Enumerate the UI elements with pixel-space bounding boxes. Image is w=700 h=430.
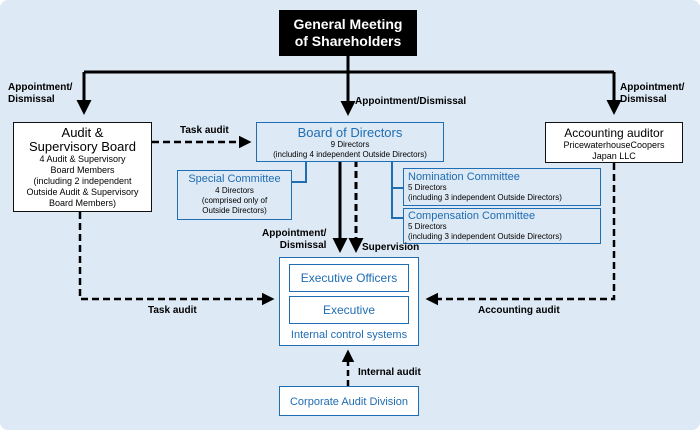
corporate-audit-division-title: Corporate Audit Division bbox=[289, 396, 408, 408]
internal-audit-label: Internal audit bbox=[358, 367, 421, 378]
board-desc-line1: 9 Directors bbox=[330, 140, 370, 149]
executive-box: Executive bbox=[289, 296, 409, 324]
audit-board-box: Audit & Supervisory Board 4 Audit & Supe… bbox=[13, 122, 152, 212]
audit-board-title-line2: Supervisory Board bbox=[29, 139, 136, 154]
accounting-audit-arrow bbox=[425, 163, 616, 306]
appointment-label-left-line1: Appointment/ bbox=[8, 82, 73, 93]
task-audit-bottom-arrow bbox=[78, 212, 275, 306]
nomination-committee-title: Nomination Committee bbox=[408, 171, 520, 183]
appointment-label-right: Appointment/ Dismissal bbox=[620, 82, 684, 106]
accounting-auditor-title: Accounting auditor bbox=[564, 126, 664, 140]
appointment-label-executives: Appointment/ Dismissal bbox=[262, 228, 326, 252]
compensation-committee-box: Compensation Committee 5 Directors (incl… bbox=[403, 208, 601, 244]
nomination-committee-box: Nomination Committee 5 Directors (includ… bbox=[403, 168, 601, 206]
audit-board-desc-line5: Board Members) bbox=[48, 198, 117, 208]
special-committee-desc-line2: (comprised only of bbox=[201, 196, 268, 205]
board-to-compensation-connector bbox=[391, 188, 403, 219]
board-of-directors-box: Board of Directors 9 Directors (includin… bbox=[256, 122, 444, 162]
executive-officers-label: Executive Officers bbox=[300, 271, 398, 285]
accounting-auditor-desc-line1: PricewaterhouseCoopers bbox=[563, 140, 665, 150]
board-to-nomination-connector bbox=[391, 160, 403, 189]
corporate-audit-division-box: Corporate Audit Division bbox=[279, 386, 419, 416]
audit-board-desc-line1: 4 Audit & Supervisory bbox=[39, 154, 126, 164]
task-audit-top-label: Task audit bbox=[180, 125, 229, 136]
audit-board-title-line1: Audit & bbox=[61, 125, 104, 140]
appointment-label-right-line1: Appointment/ bbox=[620, 82, 685, 93]
appointment-label-executives-line1: Appointment/ bbox=[262, 228, 327, 239]
internal-control-systems-box: Executive Officers Executive Internal co… bbox=[279, 257, 419, 346]
audit-board-desc-line2: Board Members bbox=[50, 165, 115, 175]
accounting-audit-label: Accounting audit bbox=[478, 305, 560, 316]
board-to-special-connector bbox=[292, 160, 307, 183]
board-desc-line2: (including 4 independent Outside Directo… bbox=[273, 150, 427, 159]
shareholders-line1: General Meeting bbox=[293, 16, 403, 32]
appointment-label-executives-line2: Dismissal bbox=[279, 240, 327, 251]
appointment-label-left-line2: Dismissal bbox=[8, 94, 55, 105]
special-committee-title: Special Committee bbox=[188, 173, 281, 185]
audit-board-desc-line3: (including 2 independent bbox=[33, 176, 132, 186]
appointment-label-center: Appointment/Dismissal bbox=[355, 96, 467, 107]
compensation-committee-title: Compensation Committee bbox=[408, 210, 536, 222]
nomination-committee-desc-line1: 5 Directors bbox=[408, 183, 447, 192]
executive-officers-box: Executive Officers bbox=[289, 264, 409, 292]
special-committee-box: Special Committee 4 Directors (comprised… bbox=[177, 170, 292, 220]
appointment-label-right-line2: Dismissal bbox=[620, 94, 667, 105]
supervision-label: Supervision bbox=[362, 242, 420, 253]
executive-label: Executive bbox=[322, 303, 376, 317]
task-audit-bottom-label: Task audit bbox=[148, 305, 197, 316]
appointment-label-left: Appointment/ Dismissal bbox=[8, 82, 72, 106]
internal-control-caption: Internal control systems bbox=[290, 329, 408, 341]
audit-board-desc-line4: Outside Audit & Supervisory bbox=[26, 187, 139, 197]
nomination-committee-desc-line2: (including 3 independent Outside Directo… bbox=[408, 193, 562, 202]
shareholders-box: General Meeting of Shareholders bbox=[279, 10, 417, 56]
compensation-committee-desc-line1: 5 Directors bbox=[408, 222, 447, 231]
special-committee-desc-line1: 4 Directors bbox=[215, 186, 254, 195]
accounting-auditor-box: Accounting auditor PricewaterhouseCooper… bbox=[545, 122, 683, 163]
compensation-committee-desc-line2: (including 3 independent Outside Directo… bbox=[408, 232, 562, 241]
accounting-auditor-desc-line2: Japan LLC bbox=[592, 151, 636, 161]
board-title: Board of Directors bbox=[297, 125, 403, 140]
special-committee-desc-line3: Outside Directors) bbox=[202, 206, 267, 215]
shareholders-line2: of Shareholders bbox=[294, 33, 402, 49]
